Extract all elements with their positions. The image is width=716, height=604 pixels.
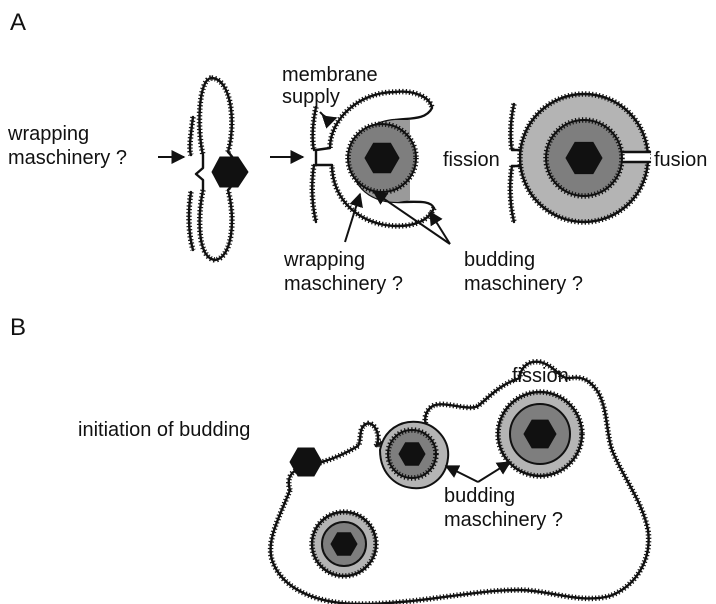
budding-arrow-2 <box>430 212 450 244</box>
label-budding-b2: maschinery ? <box>444 509 563 531</box>
membrane-supply-arrow <box>320 112 336 119</box>
label-membrane-2: supply <box>282 86 340 108</box>
label-budding-1: budding <box>464 249 535 271</box>
budding-cell <box>271 362 649 604</box>
budding-arrow-b2 <box>478 462 510 482</box>
label-fission-a: fission <box>443 149 500 171</box>
label-wrapping-b1: wrapping <box>283 249 365 271</box>
label-budding-b1: budding <box>444 485 515 507</box>
label-membrane-1: membrane <box>282 64 378 86</box>
label-wrapping-1: wrapping <box>7 123 89 145</box>
label-budding-2: maschinery ? <box>464 273 583 295</box>
label-fission-b: fission <box>512 365 569 387</box>
stage-1-cisterna <box>158 78 248 260</box>
panel-label-a: A <box>10 9 26 36</box>
stage-3-fission-fusion <box>510 94 650 222</box>
stage-2-wrapping <box>270 92 450 244</box>
capsid-hexagon <box>212 157 248 187</box>
budding-arrow-1 <box>374 192 450 244</box>
budding-arrow-b1 <box>446 466 478 482</box>
label-wrapping-b2: maschinery ? <box>284 273 403 295</box>
panel-label-b: B <box>10 314 26 341</box>
label-initiation: initiation of budding <box>78 419 250 441</box>
label-fusion: fusion <box>654 149 707 171</box>
label-wrapping-2: maschinery ? <box>8 147 127 169</box>
